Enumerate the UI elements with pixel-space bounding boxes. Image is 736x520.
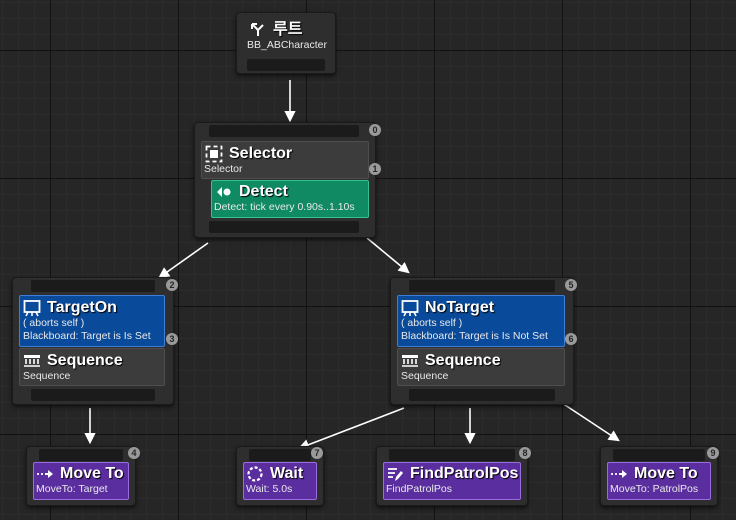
targeton-sequence-subtitle: Sequence — [23, 370, 71, 382]
selector-title: Selector — [229, 145, 293, 162]
selector-node[interactable]: Selector Selector Detect Detect: tick ev… — [194, 122, 376, 238]
wait-icon — [246, 465, 264, 483]
sequence-icon — [401, 352, 419, 370]
targeton-decorator-panel[interactable]: TargetOn ( aborts self ) Blackboard: Tar… — [19, 295, 165, 347]
task-input-pin[interactable] — [39, 449, 123, 461]
targeton-order-badge: 2 — [166, 279, 178, 291]
targeton-sequence-node[interactable]: TargetOn ( aborts self ) Blackboard: Tar… — [12, 277, 174, 405]
notarget-condition-label: Blackboard: Target is Is Not Set — [401, 330, 548, 342]
task-input-pin[interactable] — [389, 449, 515, 461]
task-title: Wait — [270, 465, 304, 482]
targeton-output-pin[interactable] — [31, 389, 155, 401]
task-input-pin[interactable] — [249, 449, 311, 461]
notarget-sequence-order-badge: 6 — [565, 333, 577, 345]
task-title: Move To — [634, 465, 698, 482]
task-subtitle: MoveTo: Target — [36, 483, 108, 495]
notarget-order-badge: 5 — [565, 279, 577, 291]
root-title: 루트 — [273, 21, 303, 38]
task-subtitle: MoveTo: PatrolPos — [610, 483, 699, 495]
task-node-move-to-target[interactable]: Move To MoveTo: Target — [26, 446, 136, 506]
wire-notarget-moveto-patrol — [561, 402, 620, 442]
selector-order-badge: 0 — [369, 124, 381, 136]
root-blackboard-label: BB_ABCharacter — [247, 39, 327, 51]
task-order-badge: 9 — [707, 447, 719, 459]
notarget-abort-label: ( aborts self ) — [401, 317, 463, 329]
blackboard-decorator-icon — [23, 299, 41, 317]
task-panel[interactable]: FindPatrolPos FindPatrolPos — [383, 462, 521, 500]
targeton-sequence-panel[interactable]: Sequence Sequence — [19, 348, 165, 386]
task-order-badge: 8 — [519, 447, 531, 459]
move-to-icon — [610, 465, 628, 483]
task-panel[interactable]: Wait Wait: 5.0s — [243, 462, 317, 500]
root-node[interactable]: 루트 BB_ABCharacter — [236, 12, 336, 74]
service-icon — [215, 183, 233, 201]
task-blueprint-icon — [386, 465, 404, 483]
wire-notarget-wait — [297, 407, 405, 451]
task-input-pin[interactable] — [613, 449, 705, 461]
detect-service-title: Detect — [239, 183, 288, 200]
selector-subtitle: Selector — [204, 163, 243, 175]
move-to-icon — [36, 465, 54, 483]
task-subtitle: FindPatrolPos — [386, 483, 452, 495]
notarget-output-pin[interactable] — [409, 389, 555, 401]
targeton-decorator-title: TargetOn — [47, 299, 117, 316]
blackboard-decorator-icon — [401, 299, 419, 317]
selector-icon — [205, 145, 223, 163]
notarget-input-pin[interactable] — [409, 280, 555, 292]
branch-icon — [249, 21, 267, 39]
notarget-sequence-title: Sequence — [425, 352, 501, 369]
task-subtitle: Wait: 5.0s — [246, 483, 293, 495]
task-node-find-patrol-pos[interactable]: FindPatrolPos FindPatrolPos — [376, 446, 528, 506]
wire-selector-notarget — [366, 237, 410, 274]
root-panel: 루트 BB_ABCharacter — [243, 19, 331, 57]
selector-output-pin[interactable] — [209, 221, 359, 233]
targeton-sequence-order-badge: 3 — [166, 333, 178, 345]
targeton-abort-label: ( aborts self ) — [23, 317, 85, 329]
detect-service-order-badge: 1 — [369, 163, 381, 175]
notarget-sequence-node[interactable]: NoTarget ( aborts self ) Blackboard: Tar… — [390, 277, 574, 405]
notarget-decorator-title: NoTarget — [425, 299, 495, 316]
task-panel[interactable]: Move To MoveTo: PatrolPos — [607, 462, 711, 500]
task-node-move-to-patrol-pos[interactable]: Move To MoveTo: PatrolPos — [600, 446, 718, 506]
detect-service-panel[interactable]: Detect Detect: tick every 0.90s..1.10s — [211, 180, 369, 218]
selector-composite-panel[interactable]: Selector Selector — [201, 141, 369, 179]
notarget-sequence-subtitle: Sequence — [401, 370, 449, 382]
targeton-condition-label: Blackboard: Target is Is Set — [23, 330, 151, 342]
task-panel[interactable]: Move To MoveTo: Target — [33, 462, 129, 500]
task-order-badge: 4 — [128, 447, 140, 459]
task-node-wait[interactable]: Wait Wait: 5.0s — [236, 446, 324, 506]
sequence-icon — [23, 352, 41, 370]
targeton-sequence-title: Sequence — [47, 352, 123, 369]
detect-service-subtitle: Detect: tick every 0.90s..1.10s — [214, 201, 355, 213]
task-title: FindPatrolPos — [410, 465, 519, 482]
notarget-sequence-panel[interactable]: Sequence Sequence — [397, 348, 565, 386]
task-title: Move To — [60, 465, 124, 482]
selector-input-pin[interactable] — [209, 125, 359, 137]
root-output-pin[interactable] — [247, 59, 325, 71]
targeton-input-pin[interactable] — [31, 280, 155, 292]
notarget-decorator-panel[interactable]: NoTarget ( aborts self ) Blackboard: Tar… — [397, 295, 565, 347]
task-order-badge: 7 — [311, 447, 323, 459]
wire-selector-targeton — [158, 242, 209, 279]
